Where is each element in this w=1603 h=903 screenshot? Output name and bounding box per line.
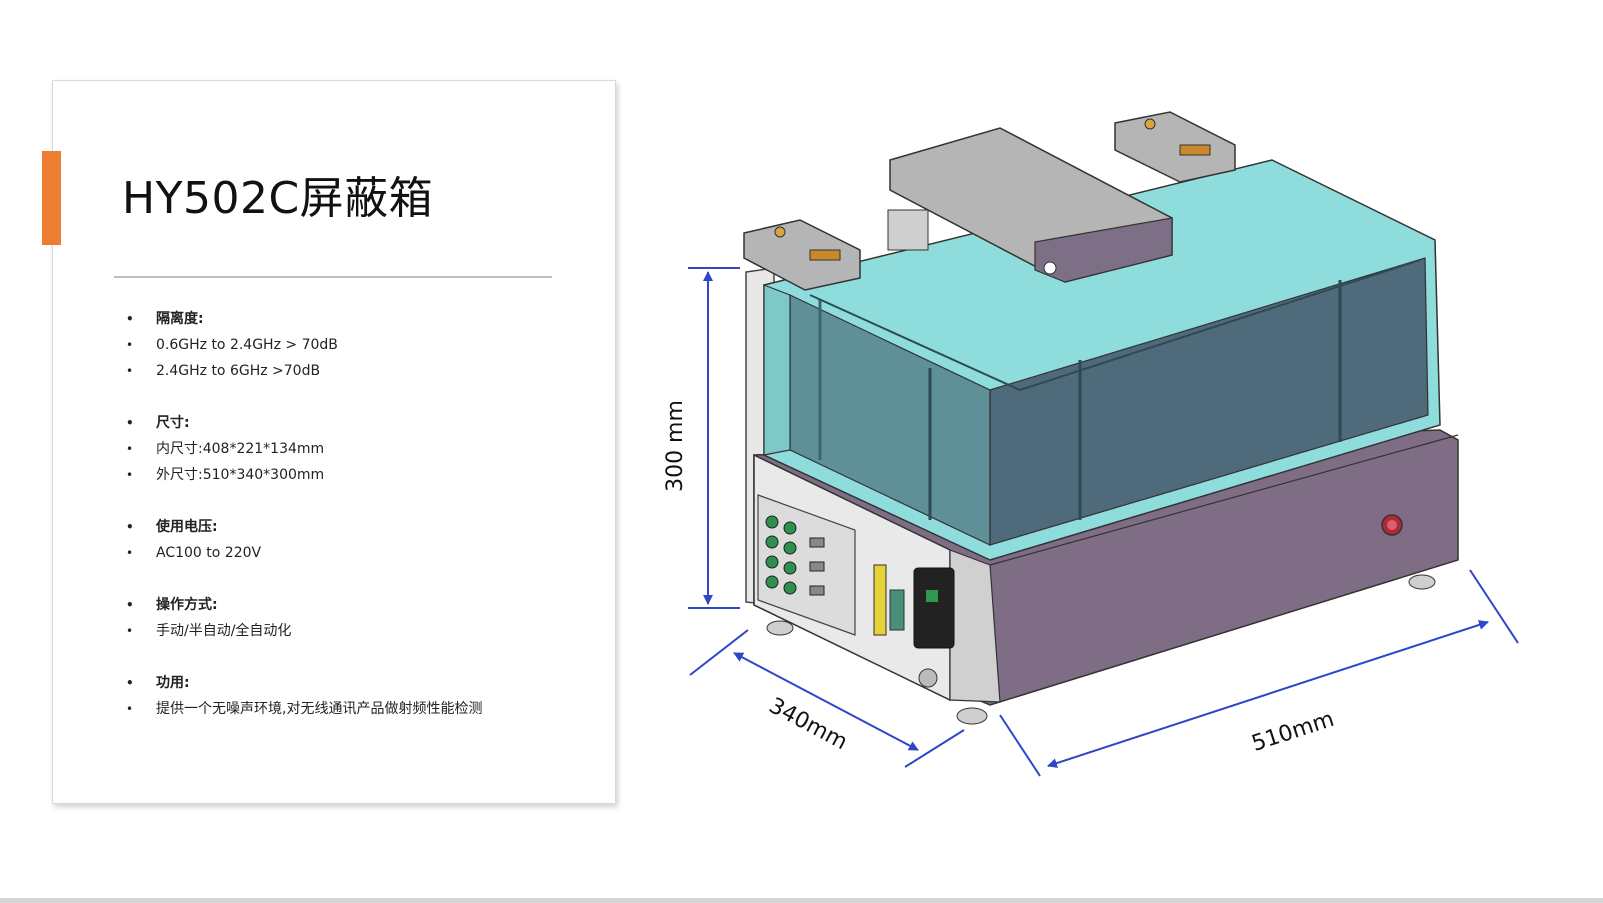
list-item: • 尺寸: [126, 410, 586, 436]
spec-value: 内尺寸:408*221*134mm [156, 441, 325, 457]
dimension-height-label: 300 mm [663, 400, 688, 492]
list-item: • 功用: [126, 670, 586, 696]
spec-label: 尺寸: [156, 415, 190, 431]
spec-label: 使用电压: [156, 519, 218, 535]
bullet-icon: • [126, 520, 134, 534]
right-clamp [1114, 111, 1236, 183]
list-spacer [126, 488, 586, 514]
spec-label: 功用: [156, 675, 190, 691]
box-cover [763, 159, 1441, 561]
shield-box-drawing: 300 mm 340mm 510mm [663, 111, 1519, 777]
foot [766, 620, 794, 636]
spec-label: 隔离度: [156, 311, 204, 327]
list-item: • 手动/半自动/全自动化 [126, 618, 586, 644]
list-item: • AC100 to 220V [126, 540, 586, 566]
bullet-icon: • [126, 364, 134, 378]
dimension-depth [689, 629, 965, 768]
connector-panel [757, 494, 955, 688]
bullet-icon: • [126, 676, 134, 690]
list-item: • 内尺寸:408*221*134mm [126, 436, 586, 462]
list-item: • 2.4GHz to 6GHz >70dB [126, 358, 586, 384]
bullet-icon: • [126, 598, 134, 612]
top-bracket [887, 127, 1173, 283]
list-item: • 隔离度: [126, 306, 586, 332]
spec-list: • 隔离度: • 0.6GHz to 2.4GHz > 70dB • 2.4GHz t… [126, 306, 586, 722]
spec-value: 0.6GHz to 2.4GHz > 70dB [156, 337, 338, 353]
dimension-width [999, 569, 1519, 777]
bullet-icon: • [126, 338, 134, 352]
spec-value: 提供一个无噪声环境,对无线通讯产品做射频性能检测 [156, 701, 483, 717]
page-title: HY502C屏蔽箱 [122, 173, 434, 224]
bullet-icon: • [126, 312, 134, 326]
spec-value: 2.4GHz to 6GHz >70dB [156, 363, 321, 379]
spec-value: AC100 to 220V [156, 545, 262, 561]
bullet-icon: • [126, 624, 134, 638]
list-item: • 使用电压: [126, 514, 586, 540]
list-item: • 0.6GHz to 2.4GHz > 70dB [126, 332, 586, 358]
foot [1408, 574, 1436, 590]
bullet-icon: • [126, 416, 134, 430]
bottom-strip [0, 898, 1603, 903]
title-divider [114, 276, 552, 278]
bullet-icon: • [126, 442, 134, 456]
dimension-depth-label: 340mm [765, 693, 852, 755]
content-card [52, 80, 616, 804]
foot [956, 707, 988, 725]
bullet-icon: • [126, 468, 134, 482]
dimension-width-label: 510mm [1249, 707, 1337, 757]
list-item: • 提供一个无噪声环境,对无线通讯产品做射频性能检测 [126, 696, 586, 722]
dimension-height [688, 267, 740, 609]
accent-bar [42, 151, 61, 245]
list-spacer [126, 384, 586, 410]
spec-value: 手动/半自动/全自动化 [156, 623, 292, 639]
spec-value: 外尺寸:510*340*300mm [156, 467, 325, 483]
bullet-icon: • [126, 702, 134, 716]
left-clamp [743, 219, 861, 291]
spec-label: 操作方式: [156, 597, 218, 613]
list-item: • 外尺寸:510*340*300mm [126, 462, 586, 488]
bullet-icon: • [126, 546, 134, 560]
list-item: • 操作方式: [126, 592, 586, 618]
list-spacer [126, 644, 586, 670]
list-spacer [126, 566, 586, 592]
